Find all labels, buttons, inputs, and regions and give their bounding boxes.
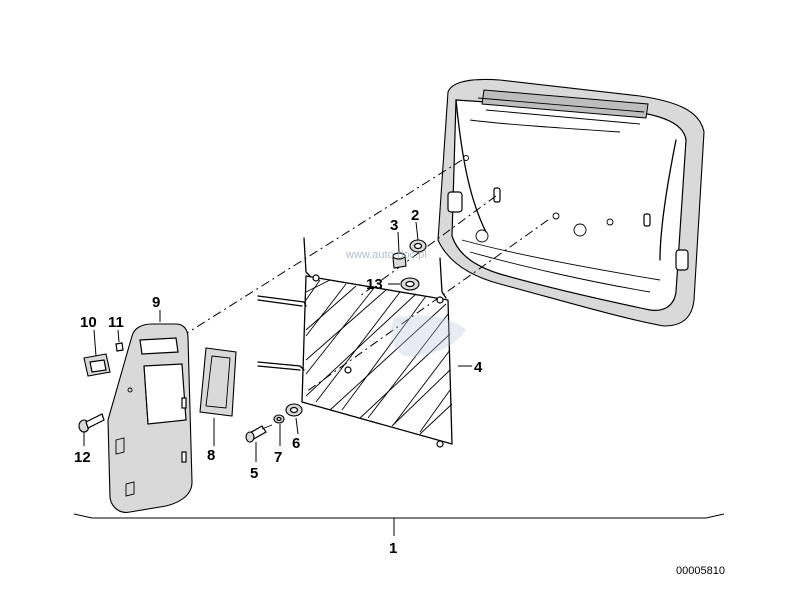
top-case bbox=[437, 78, 705, 327]
callout-9: 9 bbox=[152, 294, 160, 311]
callout-1: 1 bbox=[389, 540, 397, 557]
callout-3: 3 bbox=[390, 217, 398, 234]
callout-13: 13 bbox=[366, 276, 383, 293]
storage-net bbox=[257, 237, 453, 448]
fasteners-bottom bbox=[245, 403, 303, 443]
fasteners-top bbox=[392, 239, 427, 291]
mounting-bracket bbox=[107, 323, 193, 513]
callout-10: 10 bbox=[80, 314, 97, 331]
assembly-lines bbox=[175, 159, 549, 393]
watermark: www.auto-doc.pl bbox=[345, 249, 466, 357]
callout-6: 6 bbox=[292, 435, 300, 452]
callout-11: 11 bbox=[108, 314, 124, 331]
watermark-text: www.auto-doc.pl bbox=[345, 249, 427, 261]
screw-12 bbox=[78, 413, 105, 433]
document-number: 00005810 bbox=[676, 565, 725, 577]
callout-labels: 3 2 13 4 9 10 11 12 8 5 7 6 1 bbox=[74, 207, 483, 557]
callout-2: 2 bbox=[411, 207, 419, 224]
callout-7: 7 bbox=[274, 449, 282, 466]
lamp-clip bbox=[83, 342, 124, 377]
callout-8: 8 bbox=[207, 447, 215, 464]
callout-5: 5 bbox=[250, 465, 258, 482]
leader-lines bbox=[73, 221, 725, 536]
callout-12: 12 bbox=[74, 449, 91, 466]
callout-4: 4 bbox=[474, 359, 483, 376]
reflector-plate bbox=[199, 347, 237, 417]
